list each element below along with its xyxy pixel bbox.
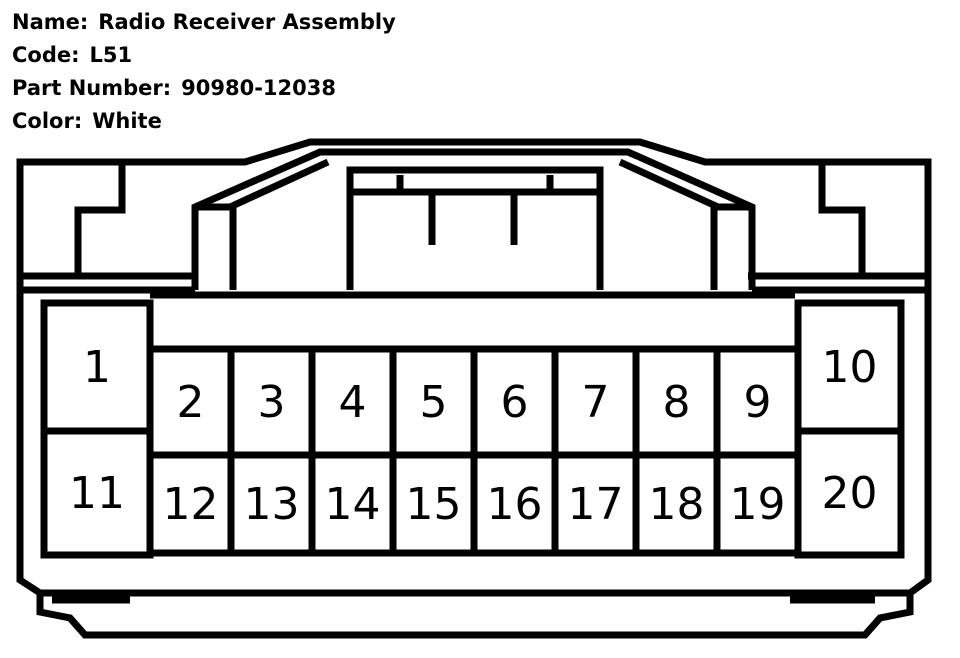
pin-cavity-outline <box>470 451 559 557</box>
latch-hood-inner-right <box>618 158 752 211</box>
part-number-row: Part Number: 90980-12038 <box>12 72 396 105</box>
pin-number: 8 <box>663 377 691 428</box>
pin-cavity-outline <box>551 345 640 459</box>
pin-cavity-outline <box>713 451 802 557</box>
pin-cavity-14: 14 <box>308 451 397 557</box>
pin-number: 19 <box>730 479 786 530</box>
pin-number: 20 <box>822 468 878 519</box>
pin-number: 9 <box>744 377 772 428</box>
pin-number: 1 <box>83 342 111 393</box>
pin-cavity-outline <box>40 427 154 559</box>
pin-cavity-outline <box>632 451 721 557</box>
part-number-value: 90980-12038 <box>181 76 336 100</box>
pin-cavity-8: 8 <box>632 345 721 459</box>
pin-cavity-7: 7 <box>551 345 640 459</box>
pin-number: 14 <box>325 479 381 530</box>
pin-cavity-10: 10 <box>794 299 905 435</box>
connector-info: Name: Radio Receiver Assembly Code: L51 Pa… <box>12 6 396 138</box>
connector-housing <box>16 138 932 639</box>
pin-cavity-9: 9 <box>713 345 802 459</box>
pin-cavity-4: 4 <box>308 345 397 459</box>
code-value: L51 <box>89 43 133 67</box>
pin-cavity-6: 6 <box>470 345 559 459</box>
color-row: Color: White <box>12 105 396 138</box>
color-label: Color: <box>12 109 83 133</box>
pin-number: 5 <box>420 377 448 428</box>
pin-number: 16 <box>487 479 543 530</box>
name-value: Radio Receiver Assembly <box>98 10 396 34</box>
pin-number: 3 <box>258 377 286 428</box>
name-row: Name: Radio Receiver Assembly <box>12 6 396 39</box>
pin-cavity-18: 18 <box>632 451 721 557</box>
pin-cavity-outline <box>713 345 802 459</box>
pin-number: 4 <box>339 377 367 428</box>
pin-cavity-outline <box>227 345 316 459</box>
pin-number: 11 <box>69 468 125 519</box>
pin-cavity-outline <box>146 451 235 557</box>
pin-cavity-1: 1 <box>40 299 154 435</box>
pin-cavity-20: 20 <box>794 427 905 559</box>
pin-cavity-11: 11 <box>40 427 154 559</box>
pin-number: 10 <box>822 342 878 393</box>
code-label: Code: <box>12 43 80 67</box>
pin-cavity-16: 16 <box>470 451 559 557</box>
code-row: Code: L51 <box>12 39 396 72</box>
pin-number: 13 <box>244 479 300 530</box>
color-value: White <box>92 109 162 133</box>
pin-cavity-17: 17 <box>551 451 640 557</box>
latch-hood <box>191 148 756 290</box>
lock-tab-slot <box>428 195 518 245</box>
lock-tab-frame <box>346 166 604 290</box>
pin-number: 15 <box>406 479 462 530</box>
pin-number: 17 <box>568 479 624 530</box>
pin-number: 6 <box>501 377 529 428</box>
pin-cavity-3: 3 <box>227 345 316 459</box>
pin-cavity-12: 12 <box>146 451 235 557</box>
pin-cavity-5: 5 <box>389 345 478 459</box>
pin-number: 2 <box>177 377 205 428</box>
left-guide-notch <box>74 162 126 276</box>
right-guide-notch <box>818 162 866 276</box>
pin-number: 18 <box>649 479 705 530</box>
pin-cavity-13: 13 <box>227 451 316 557</box>
pin-number: 7 <box>582 377 610 428</box>
pin-number: 12 <box>163 479 219 530</box>
pin-cavity-outline <box>308 451 397 557</box>
name-label: Name: <box>12 10 89 34</box>
pin-cavity-outline <box>227 451 316 557</box>
pin-cavity-15: 15 <box>389 451 478 557</box>
pin-cavity-2: 2 <box>146 345 235 459</box>
pin-cavity-19: 19 <box>713 451 802 557</box>
part-number-label: Part Number: <box>12 76 172 100</box>
